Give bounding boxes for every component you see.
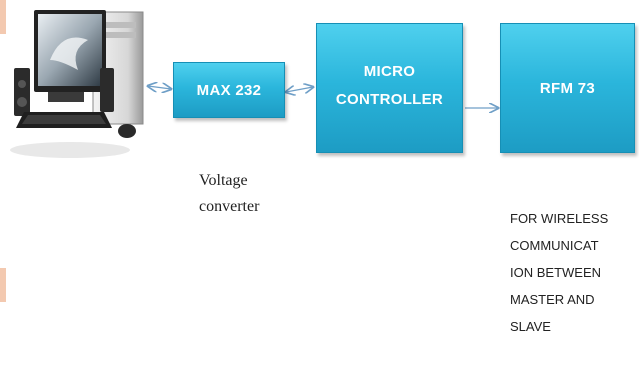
voltage-caption-line1: Voltage [199, 168, 309, 194]
voltage-caption-line2: converter [199, 194, 309, 220]
rfm73-label: RFM 73 [540, 80, 595, 97]
wireless-caption: FOR WIRELESS COMMUNICAT ION BETWEEN MAST… [510, 205, 635, 340]
desktop-computer-icon [10, 10, 143, 158]
pc-to-max232-arrow [148, 86, 171, 89]
wireless-caption-line: FOR WIRELESS [510, 205, 635, 232]
wireless-caption-line: MASTER AND [510, 286, 635, 313]
wireless-caption-line: COMMUNICAT [510, 232, 635, 259]
max232-block: MAX 232 [173, 62, 285, 118]
max232-label: MAX 232 [197, 82, 262, 99]
edge-strip [0, 0, 6, 34]
wireless-caption-line: ION BETWEEN [510, 259, 635, 286]
wireless-caption-line: SLAVE [510, 313, 635, 340]
edge-strip [0, 268, 6, 302]
microcontroller-label-line2: CONTROLLER [336, 86, 443, 114]
rfm73-block: RFM 73 [500, 23, 635, 153]
microcontroller-label-line1: MICRO [336, 58, 443, 86]
microcontroller-block: MICRO CONTROLLER [316, 23, 463, 153]
max232-to-micro-arrow [286, 87, 313, 92]
voltage-converter-caption: Voltage converter [199, 168, 309, 220]
